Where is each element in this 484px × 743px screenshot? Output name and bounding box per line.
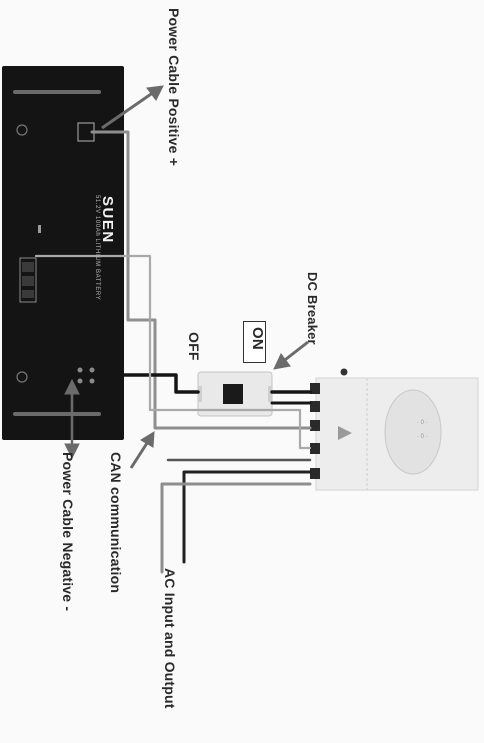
inverter-readout-2: · 0 · [417,434,428,440]
ac-cable-2 [160,482,312,574]
battery-button-top [16,124,28,136]
arrow-negative-head-up [64,378,80,395]
battery-handle-bottom [13,412,101,416]
battery-subtitle-label: 51.2V 100Ah LITHIUM BATTERY [94,195,100,301]
positive-cable [90,130,312,430]
negative-cable [122,373,200,394]
arrow-dc-breaker-head [273,353,291,370]
negative-terminal-4 [89,378,95,384]
battery-display-cell-1 [22,262,34,272]
inverter-terminal-2 [310,401,320,412]
label-off: OFF [186,332,202,361]
cables [34,130,312,574]
battery-body [2,66,124,440]
arrows [64,85,309,469]
battery-brand-label: SUEN [99,196,116,244]
inverter-terminal-1 [310,383,320,394]
arrow-can-head [140,431,155,448]
label-dc-breaker: DC Breaker [305,272,320,345]
inverter-warning-icon [338,426,352,440]
battery-display-panel [19,257,37,303]
inverter-terminal-4 [310,443,320,454]
can-cable [34,254,312,450]
battery-indicator [38,225,41,233]
battery-button-bottom [16,371,28,383]
arrow-negative-head-down [64,443,80,460]
inverter-terminal-3 [310,420,320,431]
inverter-terminal-5 [310,468,320,479]
label-power-cable-negative: Power Cable Negative - [60,452,76,612]
breaker-switch [223,384,243,404]
label-power-cable-positive: Power Cable Positive + [166,8,182,167]
inverter-dot [340,368,348,376]
label-ac-input-output: AC Input and Output [162,568,178,709]
battery-display-cell-3 [22,290,34,298]
battery [2,66,124,440]
arrow-can [129,439,151,469]
inverter-readout-1: · 0 · [417,420,428,426]
arrow-positive-head [146,85,164,101]
on-indicator-box [243,321,266,363]
breaker-terminal-right [268,386,272,402]
negative-terminal-3 [77,378,83,384]
negative-terminal-1 [77,367,83,373]
dc-breaker [197,371,273,417]
ac-cable-1 [182,470,312,564]
label-can-communication: CAN communication [108,452,124,594]
arrow-positive [101,90,155,130]
inverter-display [384,389,442,475]
negative-terminal-2 [89,367,95,373]
inverter: · 0 · · 0 · [310,368,479,491]
battery-display-cell-2 [22,276,34,286]
battery-handle-top [13,90,101,94]
label-on: ON [249,327,266,350]
breaker-terminal-left [198,386,202,402]
